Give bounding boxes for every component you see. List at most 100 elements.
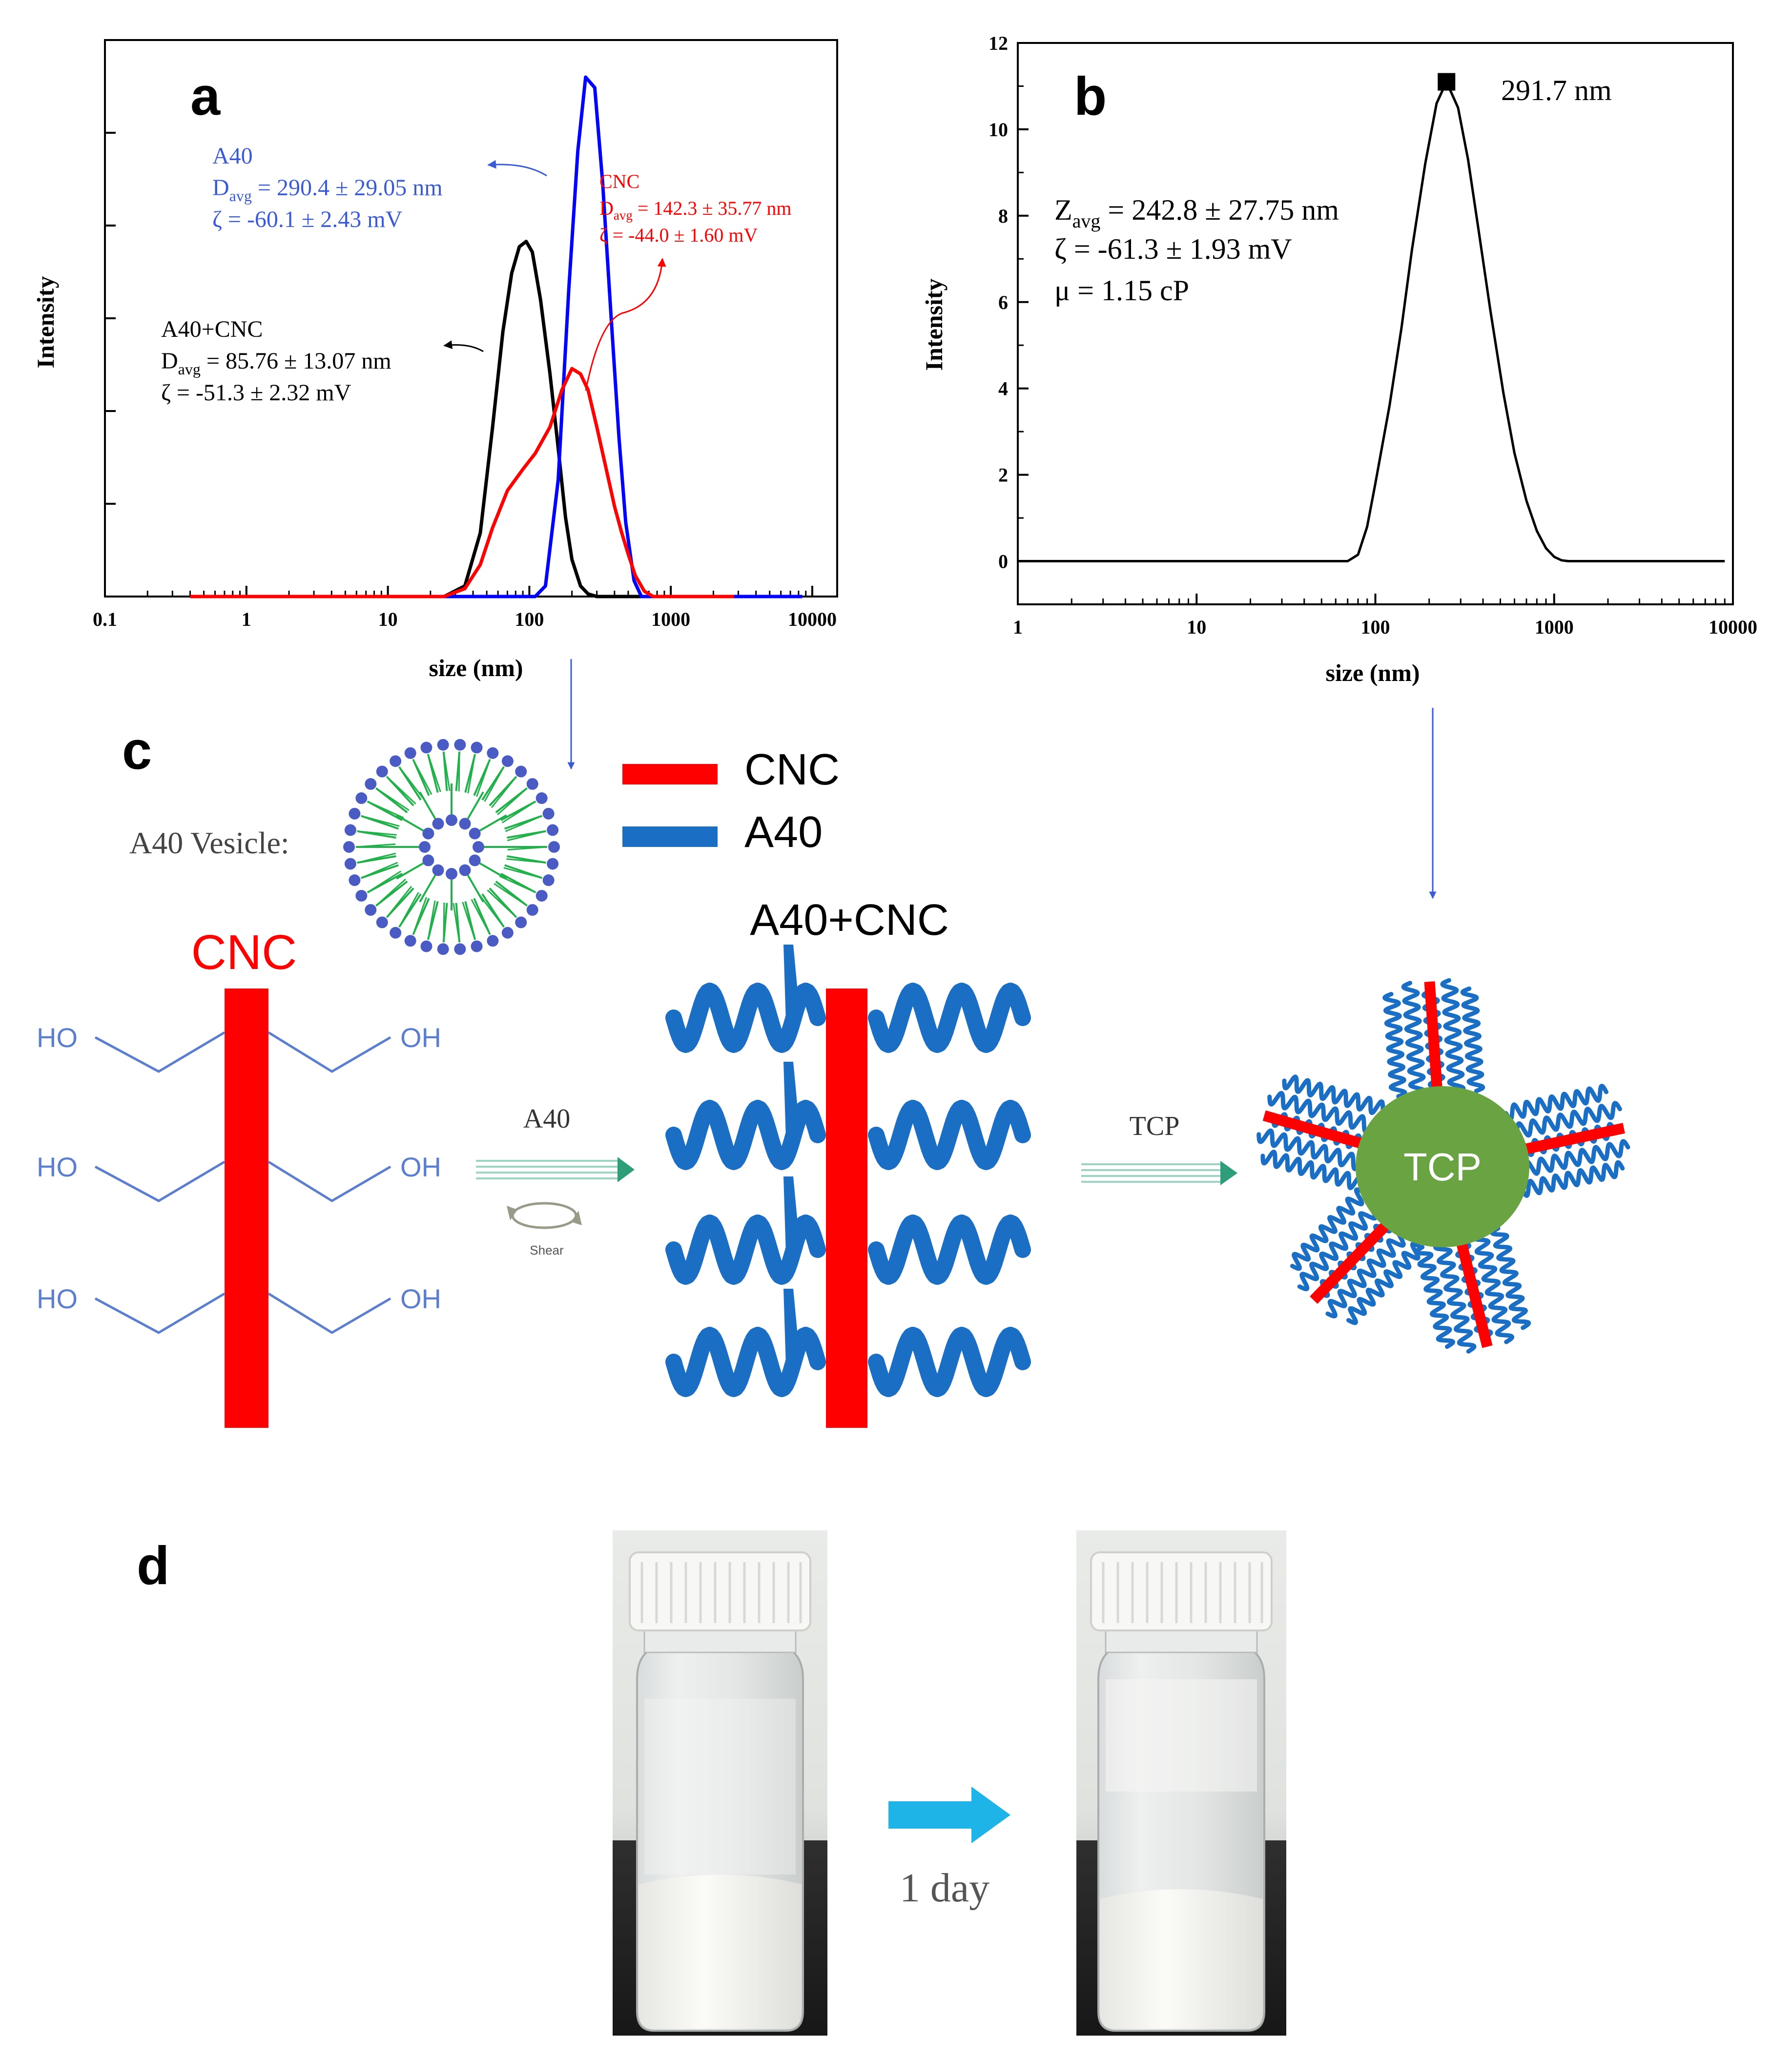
a40-coil: [1382, 992, 1407, 1099]
time-arrow: [888, 1787, 1010, 1843]
lipid-tail: [503, 867, 542, 879]
hydroxyl-left-label: HO: [37, 1283, 78, 1314]
shear-icon: [507, 1202, 582, 1229]
lipid-head: [487, 935, 499, 947]
bond-right: [268, 1160, 391, 1202]
zavg-line: Zavg = 242.8 ± 27.75 nm: [1054, 194, 1339, 232]
lipid-head: [469, 854, 481, 866]
a40-coil: [1520, 1160, 1625, 1198]
a40cnc-zeta: ζ = -51.3 ± 2.32 mV: [161, 380, 351, 406]
x-tick-label: 100: [1361, 616, 1390, 638]
tcp-particle: [1256, 978, 1630, 1354]
y-ticks-a: [105, 39, 116, 598]
lipid-tail: [467, 875, 484, 903]
x-tick-label: 100: [515, 608, 544, 630]
lipid-head: [501, 927, 514, 939]
cnc-rod-complex: [826, 989, 867, 1428]
lipid-tail: [471, 899, 491, 935]
x-axis-label-a: size (nm): [429, 654, 523, 681]
panel-d-photos: d 1 day: [137, 1530, 1286, 2036]
lipid-head: [459, 818, 471, 830]
a40-coil: [1460, 986, 1485, 1093]
lipid-head: [432, 818, 444, 830]
hydroxyl-right-label: OH: [400, 1022, 441, 1053]
lipid-head: [376, 765, 388, 778]
series-lines-b: [1018, 73, 1725, 562]
lipid-head: [548, 841, 560, 853]
lipid-head: [355, 792, 368, 804]
lipid-head: [437, 943, 449, 955]
a40-coil: [1267, 1091, 1380, 1134]
lipid-tail: [479, 895, 505, 927]
a40-helix: [868, 1327, 1031, 1397]
y-tick-label: 2: [998, 464, 1008, 486]
a40-coil: [1490, 1226, 1531, 1330]
lipid-head: [355, 889, 368, 902]
lipid-head: [536, 889, 548, 902]
lipid-head: [420, 940, 433, 952]
lipid-head: [404, 747, 416, 759]
lipid-head: [542, 874, 555, 886]
lipid-tail: [412, 897, 428, 935]
lipid-head: [454, 739, 466, 751]
lipid-tail: [419, 791, 436, 819]
x-axis-label-b: size (nm): [1326, 659, 1420, 686]
arrow-tcp: [1081, 1161, 1237, 1185]
y-axis-label-a: Intensity: [32, 276, 59, 369]
lipid-tail: [506, 858, 546, 864]
bond-right: [268, 1031, 391, 1073]
lipid-head: [420, 742, 433, 754]
hydroxyl-right-label: OH: [400, 1283, 441, 1314]
lipid-head: [471, 742, 483, 754]
x-tick-label: 10000: [1709, 616, 1757, 638]
a40-coil: [1401, 981, 1427, 1097]
peak-marker: [1438, 73, 1456, 91]
a40-coil: [1297, 1201, 1380, 1292]
a40cnc-name: A40+CNC: [161, 316, 263, 342]
viscosity-line: μ = 1.15 cP: [1054, 274, 1189, 307]
lipid-tail: [507, 846, 548, 851]
lipid-tail: [501, 801, 536, 824]
lipid-head: [437, 739, 449, 751]
series-lines-a: [190, 75, 803, 598]
lipid-head: [526, 904, 538, 916]
a40-helix: [868, 1215, 1031, 1285]
a40-name: A40: [212, 143, 253, 169]
lipid-head: [487, 747, 499, 759]
lipid-tail: [494, 883, 528, 907]
time-label: 1 day: [900, 1865, 989, 1911]
y-tick-label: 10: [989, 119, 1008, 141]
series-line-a40: [190, 75, 803, 598]
panel-label-c: c: [122, 721, 152, 781]
lipid-tail: [375, 787, 410, 811]
tcp-core-label: TCP: [1403, 1145, 1482, 1189]
complex-title: A40+CNC: [750, 896, 949, 945]
lipid-head: [471, 940, 483, 952]
bond-left: [94, 1160, 226, 1202]
lipid-head: [515, 765, 527, 778]
arrow-a40: [476, 1157, 635, 1182]
lipid-head: [390, 755, 402, 767]
lipid-tail: [491, 776, 517, 808]
a40-spike: [783, 945, 801, 1023]
cnc-title: CNC: [191, 925, 297, 980]
lipid-head: [365, 778, 377, 790]
a40-cnc-complex: [665, 945, 1031, 1428]
lipid-head: [422, 854, 434, 866]
arrow2-label: TCP: [1130, 1111, 1180, 1141]
a40-coil: [1516, 1139, 1630, 1179]
tcp-core: [1356, 1086, 1529, 1247]
a40-coil: [1256, 1128, 1369, 1172]
lipid-tail: [398, 892, 419, 927]
a40-coil: [1440, 978, 1466, 1095]
lipid-head: [515, 916, 527, 928]
legend-cnc-swatch: [622, 764, 718, 784]
y-tick-label: 6: [998, 291, 1008, 313]
lipid-head: [432, 864, 444, 876]
lipid-tail: [386, 776, 416, 804]
panel-label-d: d: [137, 1536, 169, 1596]
lipid-tail: [487, 889, 517, 918]
